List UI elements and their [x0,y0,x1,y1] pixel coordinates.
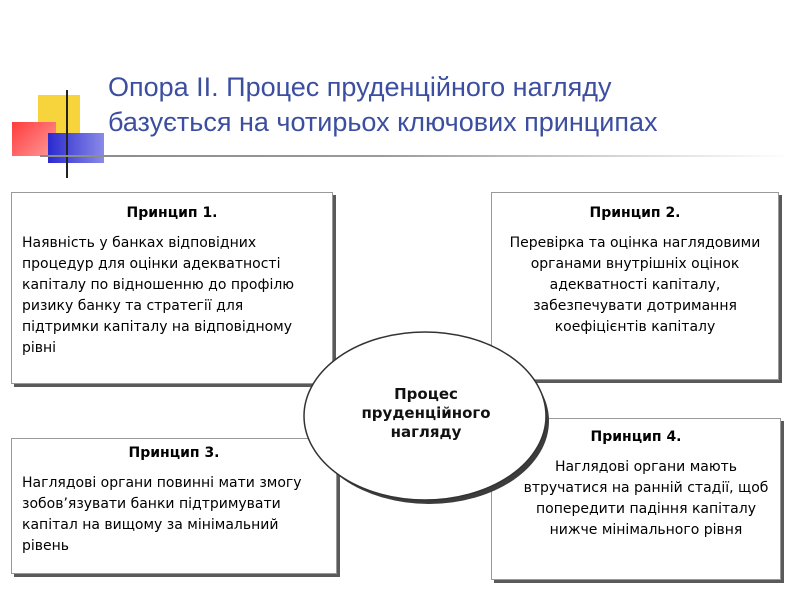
principle-4-heading: Принцип 4. [590,429,682,445]
central-ellipse [303,331,549,504]
principle-2-text: Перевірка та оцінка наглядовими органами… [509,235,761,335]
decor-blue-square [48,133,104,163]
principle-3-text: Наглядові органи повинні мати змогу зобо… [22,475,302,554]
principle-3-heading: Принцип 3. [128,445,220,461]
central-label-line-1: Процес [394,385,458,403]
central-label-line-3: нагляду [390,423,462,441]
central-label-line-2: пруденційного [361,404,491,422]
title-line-1: Опора ІІ. Процес пруденційного нагляду [108,72,612,102]
principle-1-box: Принцип 1. Наявність у банках відповідни… [11,192,333,384]
principle-3-box: Принцип 3. Наглядові органи повинні мати… [11,438,337,574]
principle-1-text: Наявність у банках відповідних процедур … [22,235,295,356]
principle-2-heading: Принцип 2. [589,205,681,221]
decor-vertical-line [66,90,68,178]
principle-2-box: Принцип 2. Перевірка та оцінка наглядови… [491,192,779,380]
title-line-2: базується на чотирьох ключових принципах [108,107,658,137]
slide-title: Опора ІІ. Процес пруденційного нагляду б… [108,70,788,140]
principle-4-text: Наглядові органи мають втручатися на ран… [523,459,769,538]
central-label: Процес пруденційного нагляду [300,385,552,442]
title-underline [40,155,790,157]
principle-1-heading: Принцип 1. [126,205,218,221]
